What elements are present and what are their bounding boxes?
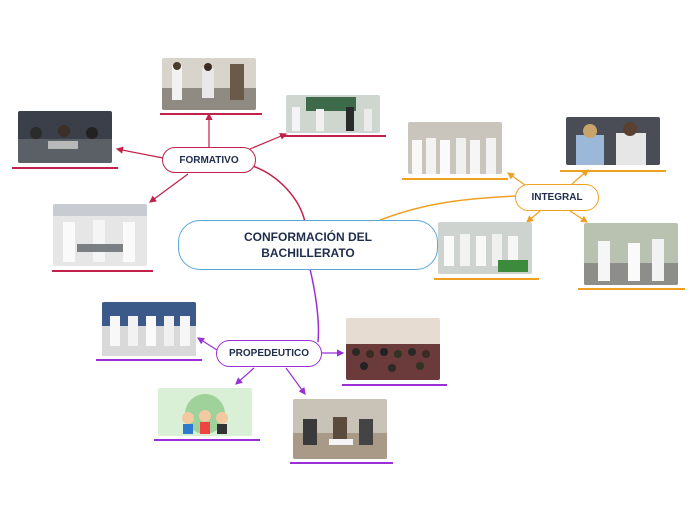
underline-integral-outdoor <box>578 288 685 290</box>
branch-formativo-label: FORMATIVO <box>179 154 239 166</box>
branch-formativo[interactable]: FORMATIVO <box>162 147 256 173</box>
photo-formativo-class <box>18 111 112 163</box>
central-topic[interactable]: CONFORMACIÓN DEL BACHILLERATO <box>178 220 438 270</box>
underline-propedeutico-auditorium <box>342 384 447 386</box>
branch-propedeutico-label: PROPEDEUTICO <box>228 348 309 359</box>
underline-formativo-lab-2 <box>52 270 153 272</box>
photo-formativo-lab-2 <box>53 204 147 266</box>
photo-propedeutico-illustration <box>158 388 252 436</box>
link-central-integral <box>377 195 517 222</box>
underline-propedeutico-exam <box>290 462 393 464</box>
photo-formativo-group <box>286 95 380 133</box>
underline-propedeutico-lab <box>96 359 202 361</box>
photo-integral-students <box>566 117 660 165</box>
link-central-formativo <box>249 164 306 223</box>
underline-propedeutico-illustration <box>154 439 260 441</box>
underline-formativo-group <box>280 135 386 137</box>
underline-formativo-class <box>12 167 118 169</box>
photo-propedeutico-exam <box>293 399 387 459</box>
underline-integral-group-2 <box>434 278 539 280</box>
photo-integral-group-2 <box>438 222 532 274</box>
photo-propedeutico-auditorium <box>346 318 440 380</box>
branch-integral-label: INTEGRAL <box>531 192 583 203</box>
branch-propedeutico[interactable]: PROPEDEUTICO <box>216 340 322 367</box>
link-central-propedeutico <box>309 268 320 343</box>
photo-integral-group-1 <box>408 122 502 174</box>
photo-propedeutico-lab <box>102 302 196 356</box>
branch-integral[interactable]: INTEGRAL <box>515 184 599 211</box>
underline-integral-group-1 <box>402 178 508 180</box>
photo-formativo-lab-1 <box>162 58 256 110</box>
photo-integral-outdoor <box>584 223 678 285</box>
underline-integral-students <box>560 170 666 172</box>
central-topic-label: CONFORMACIÓN DEL BACHILLERATO <box>244 230 372 260</box>
underline-formativo-lab-1 <box>160 113 262 115</box>
